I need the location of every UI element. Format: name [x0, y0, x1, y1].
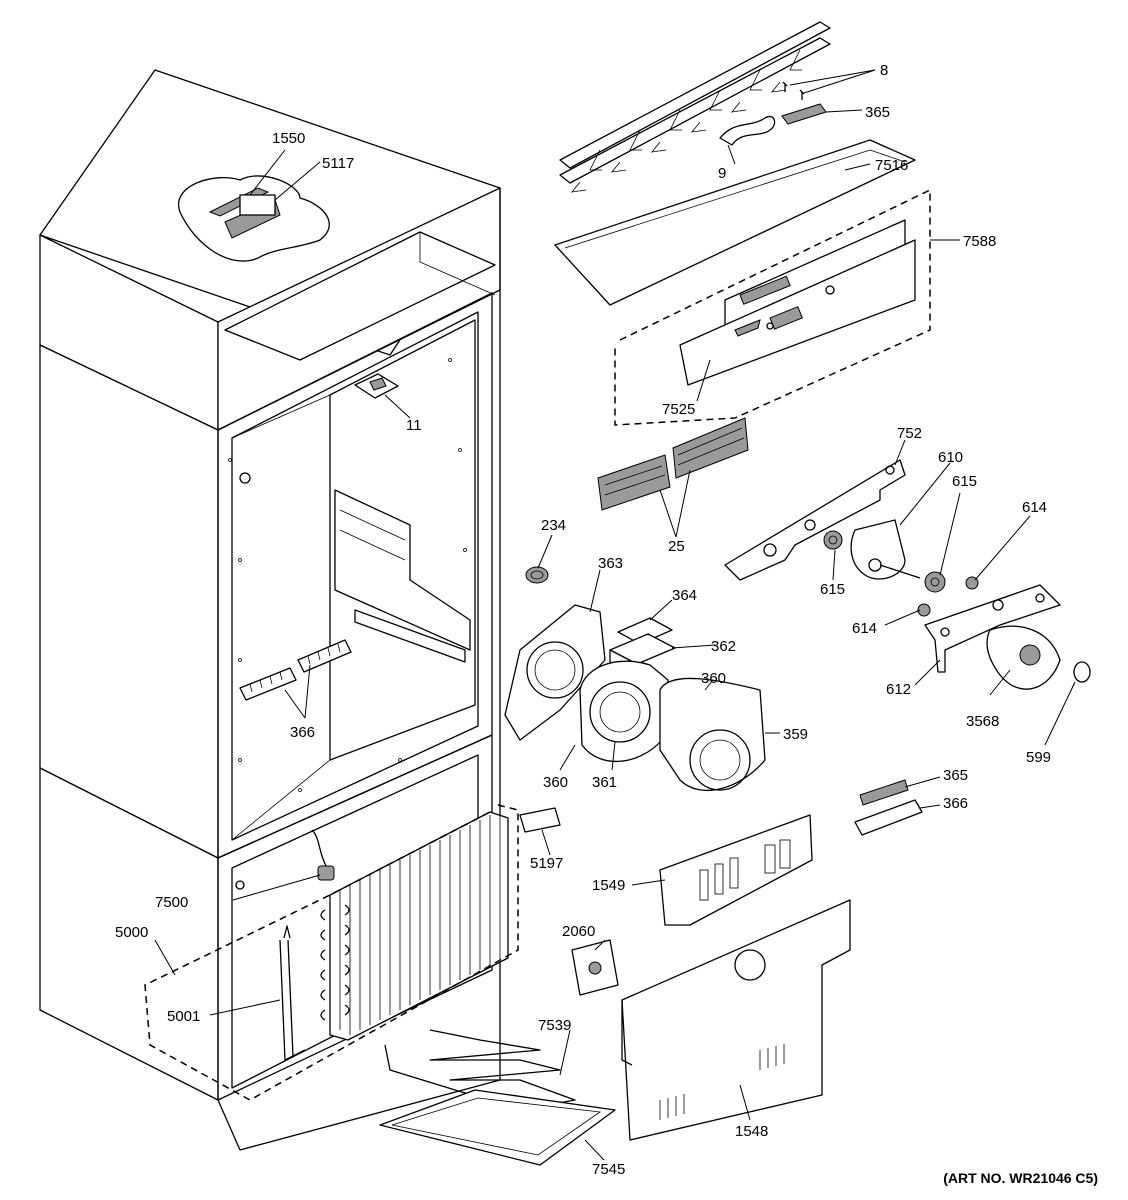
part-8-screws — [782, 81, 805, 100]
callout-363: 363 — [598, 555, 623, 572]
callout-7539: 7539 — [538, 1017, 571, 1034]
callout-612: 612 — [886, 681, 911, 698]
callout-1549: 1549 — [592, 877, 625, 894]
callout-7516: 7516 — [875, 157, 908, 174]
part-365-terminal-bottom — [859, 779, 909, 806]
callout-labels: 8 365 9 7516 7588 7525 1550 5117 11 752 … — [115, 62, 1051, 1178]
part-363-housing — [504, 604, 606, 741]
part-614-grommet-b — [917, 603, 931, 617]
callout-5000: 5000 — [115, 924, 148, 941]
part-615-grommet-a — [823, 530, 843, 550]
art-number: (ART NO. WR21046 C5) — [943, 1170, 1098, 1186]
callout-25: 25 — [668, 538, 685, 555]
part-2060-control-board — [571, 939, 619, 996]
top-cutout-1550-5117 — [177, 175, 330, 262]
callout-1548: 1548 — [735, 1123, 768, 1140]
part-365-terminal-top — [781, 103, 827, 125]
callout-614-a: 614 — [1022, 499, 1047, 516]
callout-364: 364 — [672, 587, 697, 604]
callout-7545: 7545 — [592, 1161, 625, 1178]
part-5197-module — [519, 807, 561, 833]
part-9-harness — [719, 115, 776, 146]
part-7525-control-panel — [679, 219, 916, 386]
top-rail — [559, 21, 831, 193]
part-7516-cover — [554, 139, 916, 306]
callout-366-a: 366 — [290, 724, 315, 741]
callout-7525: 7525 — [662, 401, 695, 418]
callout-3568: 3568 — [966, 713, 999, 730]
part-599-cap — [1073, 661, 1091, 683]
callout-leaders — [154, 69, 1076, 1161]
part-366-terminal-bottom — [854, 799, 923, 836]
part-7545-drain-pan — [379, 1089, 616, 1166]
callout-11: 11 — [406, 417, 422, 434]
part-752-bracket — [724, 459, 906, 581]
callout-5001: 5001 — [167, 1008, 200, 1025]
callout-2060: 2060 — [562, 923, 595, 940]
callout-1550: 1550 — [272, 130, 305, 147]
callout-366-b: 366 — [943, 795, 968, 812]
callout-360-b: 360 — [543, 774, 568, 791]
callout-361: 361 — [592, 774, 617, 791]
callout-614-b: 614 — [852, 620, 877, 637]
callout-610: 610 — [938, 449, 963, 466]
callout-615-a: 615 — [952, 473, 977, 490]
callout-365-top: 365 — [865, 104, 890, 121]
part-359-evaporator-housing — [659, 677, 766, 792]
part-1548-rear-cover — [621, 899, 851, 1141]
part-361-housing — [579, 660, 669, 763]
refrigerator-cabinet — [39, 69, 501, 1151]
callout-599: 599 — [1026, 749, 1051, 766]
callout-752: 752 — [897, 425, 922, 442]
part-11-bracket — [354, 373, 399, 399]
callout-234: 234 — [541, 517, 566, 534]
callout-8: 8 — [880, 62, 888, 79]
callout-7500: 7500 — [155, 894, 188, 911]
callout-9: 9 — [718, 165, 726, 182]
part-615-grommet-b — [924, 571, 946, 593]
callout-362: 362 — [711, 638, 736, 655]
part-234-plug — [525, 566, 549, 584]
callout-365-bottom: 365 — [943, 767, 968, 784]
callout-7588: 7588 — [963, 233, 996, 250]
part-3568-fan-blade — [986, 625, 1061, 690]
callout-5117: 5117 — [322, 155, 354, 172]
part-612-motor-bracket — [924, 584, 1061, 673]
part-366-terminal-blocks — [239, 639, 352, 701]
callout-359: 359 — [783, 726, 808, 743]
callout-615-b: 615 — [820, 581, 845, 598]
part-25-filters — [597, 417, 749, 511]
part-610-fan-motor — [850, 519, 921, 580]
assembly-7588-outline — [614, 188, 931, 426]
part-1549-cover — [659, 814, 813, 926]
callout-360-a: 360 — [701, 670, 726, 687]
callout-5197: 5197 — [530, 855, 563, 872]
condenser-assembly — [235, 811, 509, 1061]
